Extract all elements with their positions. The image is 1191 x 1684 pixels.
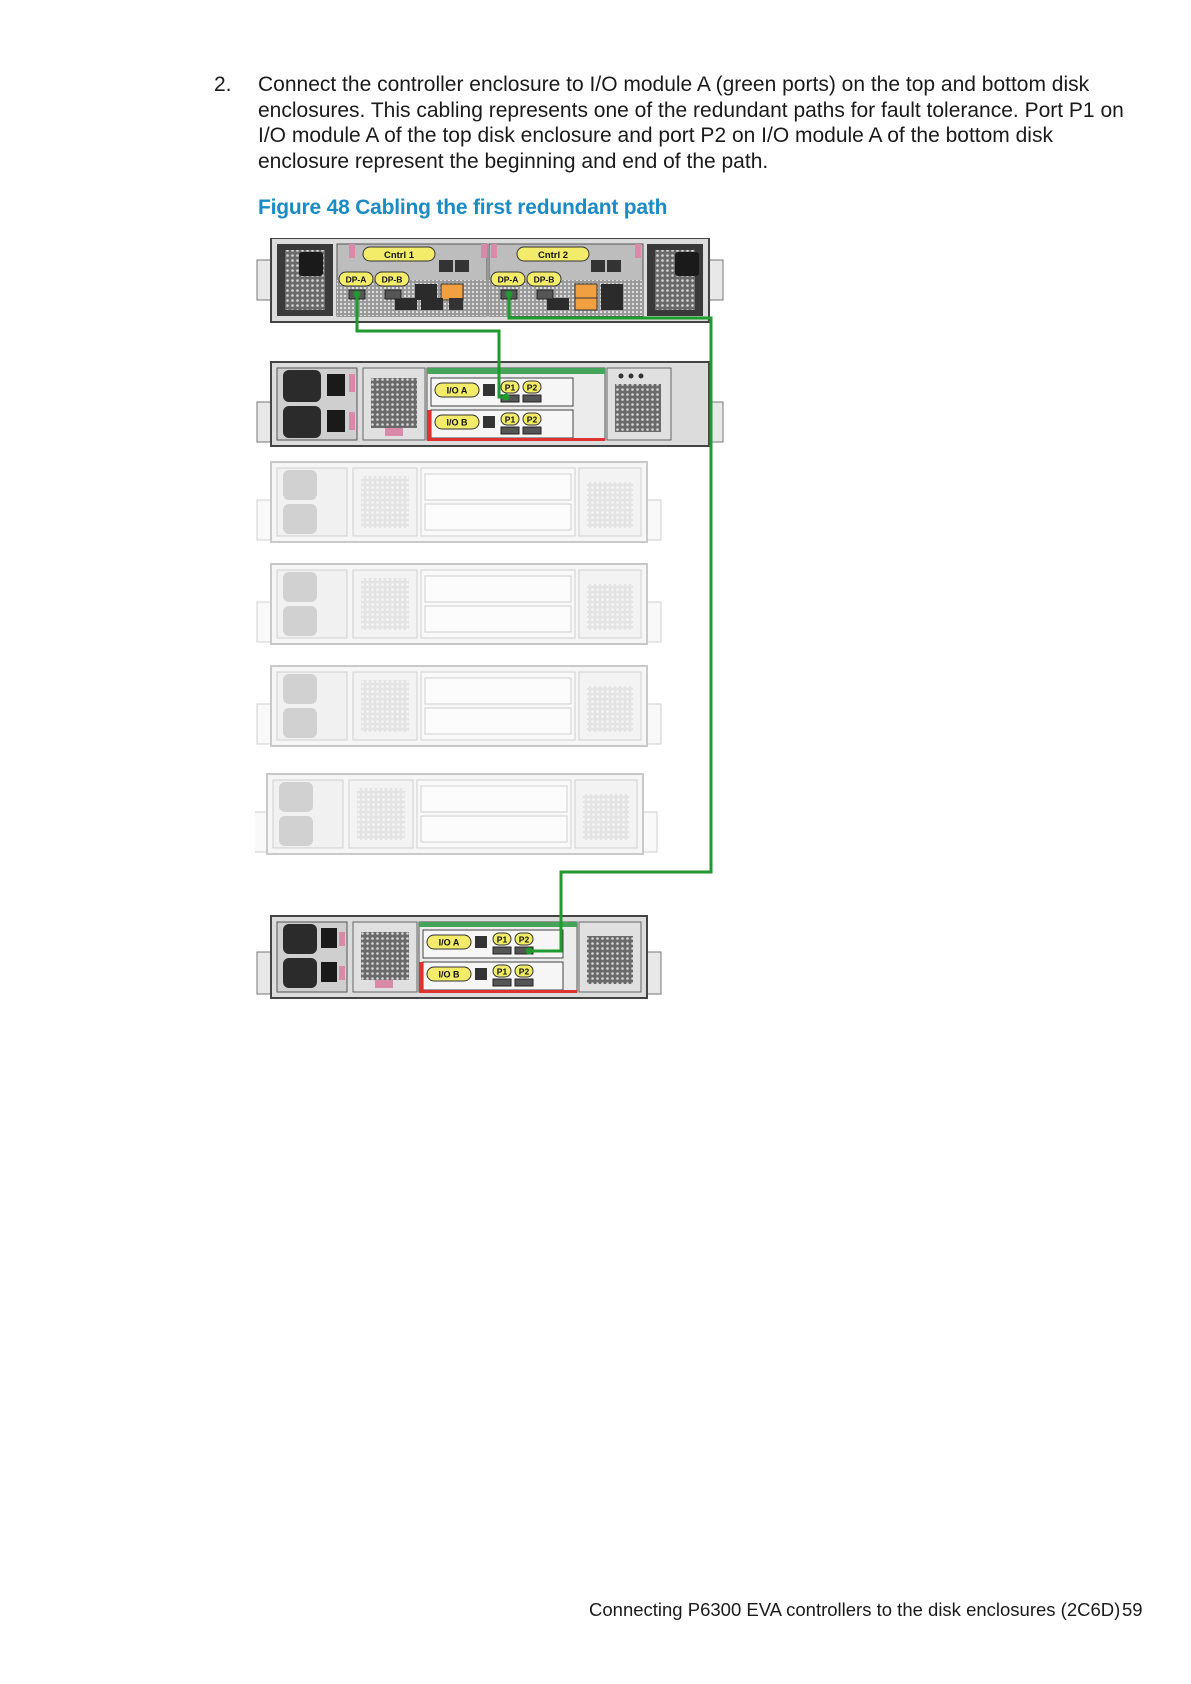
ctrl2-dp-a-label: DP-A [498, 275, 519, 285]
top-io-b-p1-label: P1 [505, 415, 516, 425]
footer-title: Connecting P6300 EVA controllers to the … [589, 1599, 1121, 1620]
top-io-b-label: I/O B [446, 418, 468, 428]
cabling-diagram: Cntrl 1 Cntrl 2 DP-A DP-B DP-A DP-B [255, 238, 724, 999]
controller-enclosure: Cntrl 1 Cntrl 2 DP-A DP-B DP-A DP-B [256, 238, 724, 323]
ctrl2-dp-b-label: DP-B [534, 275, 555, 285]
bottom-io-a-p2-label: P2 [519, 935, 530, 945]
disk-enclosure-grey-2 [256, 563, 662, 645]
top-io-b-p2-label: P2 [527, 415, 538, 425]
controller-1-label: Cntrl 1 [384, 250, 415, 261]
disk-enclosure-grey-1 [256, 461, 662, 543]
bottom-io-b-label: I/O B [438, 970, 460, 980]
figure-caption: Figure 48 Cabling the first redundant pa… [258, 196, 668, 219]
top-io-a-p2-label: P2 [527, 383, 538, 393]
disk-enclosure-top: I/O A P1 P2 I/O B P1 P2 [256, 361, 724, 447]
cable-ctrl1-to-top-p1 [355, 294, 506, 399]
ctrl1-dp-a-label: DP-A [346, 275, 367, 285]
bottom-io-b-p1-label: P1 [497, 967, 508, 977]
top-io-a-label: I/O A [447, 386, 468, 396]
top-io-a-p1-label: P1 [505, 383, 516, 393]
disk-enclosure-grey-4 [255, 773, 658, 855]
step-text: Connect the controller enclosure to I/O … [258, 73, 1124, 173]
disk-enclosure-grey-3 [256, 665, 662, 747]
page-number: 59 [1122, 1599, 1143, 1620]
controller-2-label: Cntrl 2 [538, 250, 568, 261]
bottom-io-a-p1-label: P1 [497, 935, 508, 945]
bottom-io-b-p2-label: P2 [519, 967, 530, 977]
cable-path [355, 294, 713, 953]
bottom-io-a-label: I/O A [439, 938, 460, 948]
disk-enclosure-bottom: I/O A P1 P2 I/O B P1 P2 [256, 915, 662, 999]
ctrl1-dp-b-label: DP-B [382, 275, 403, 285]
cable-ctrl2-to-bottom-p2 [507, 294, 713, 953]
step-number: 2. [214, 73, 232, 96]
